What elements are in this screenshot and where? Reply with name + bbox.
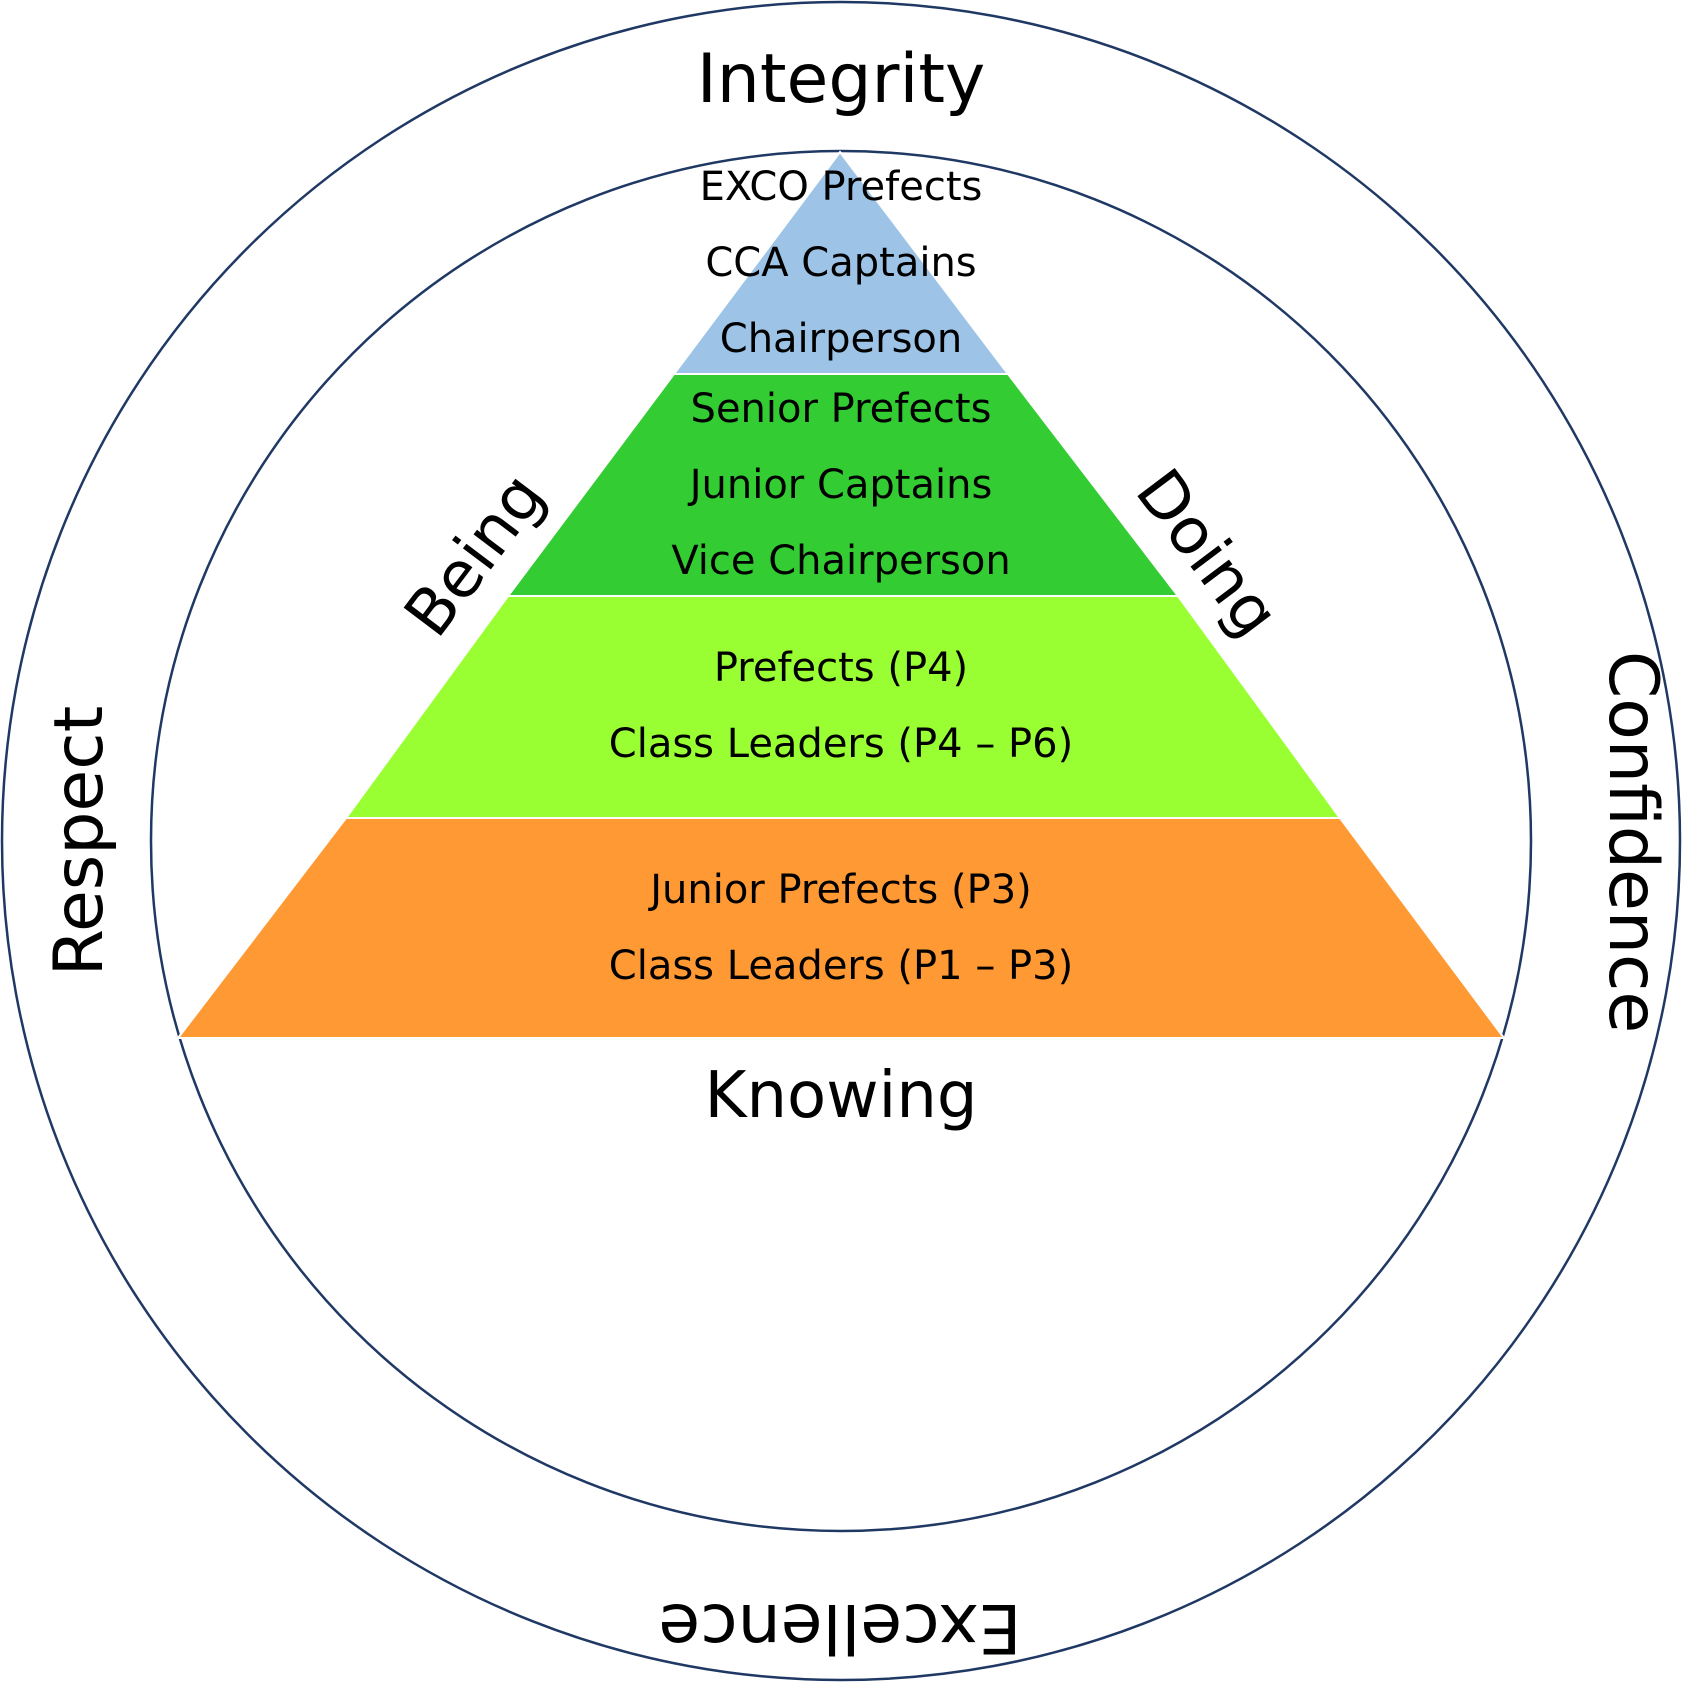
role-label: Junior Prefects (P3) <box>647 867 1032 913</box>
role-label: Chairperson <box>720 316 962 362</box>
value-top-label: Integrity <box>697 40 986 119</box>
value-right-label: Confidence <box>1593 651 1672 1033</box>
pyramid-tier-third <box>344 595 1342 819</box>
role-label: Vice Chairperson <box>671 538 1010 584</box>
role-label: Junior Captains <box>687 462 993 508</box>
value-left-label: Respect <box>40 706 119 977</box>
pyramid-tier-base <box>175 817 1506 1039</box>
value-bottom-label: Excellence <box>658 1588 1021 1667</box>
role-label: Class Leaders (P1 – P3) <box>609 943 1073 989</box>
role-label: Class Leaders (P4 – P6) <box>609 721 1073 767</box>
role-label: EXCO Prefects <box>700 164 983 210</box>
role-label: Prefects (P4) <box>714 645 968 691</box>
role-label: CCA Captains <box>705 240 976 286</box>
level-knowing-label: Knowing <box>705 1059 978 1133</box>
pyramid-tier-top <box>672 150 1011 375</box>
role-label: Senior Prefects <box>691 386 992 432</box>
inner-ring <box>149 149 1533 1533</box>
